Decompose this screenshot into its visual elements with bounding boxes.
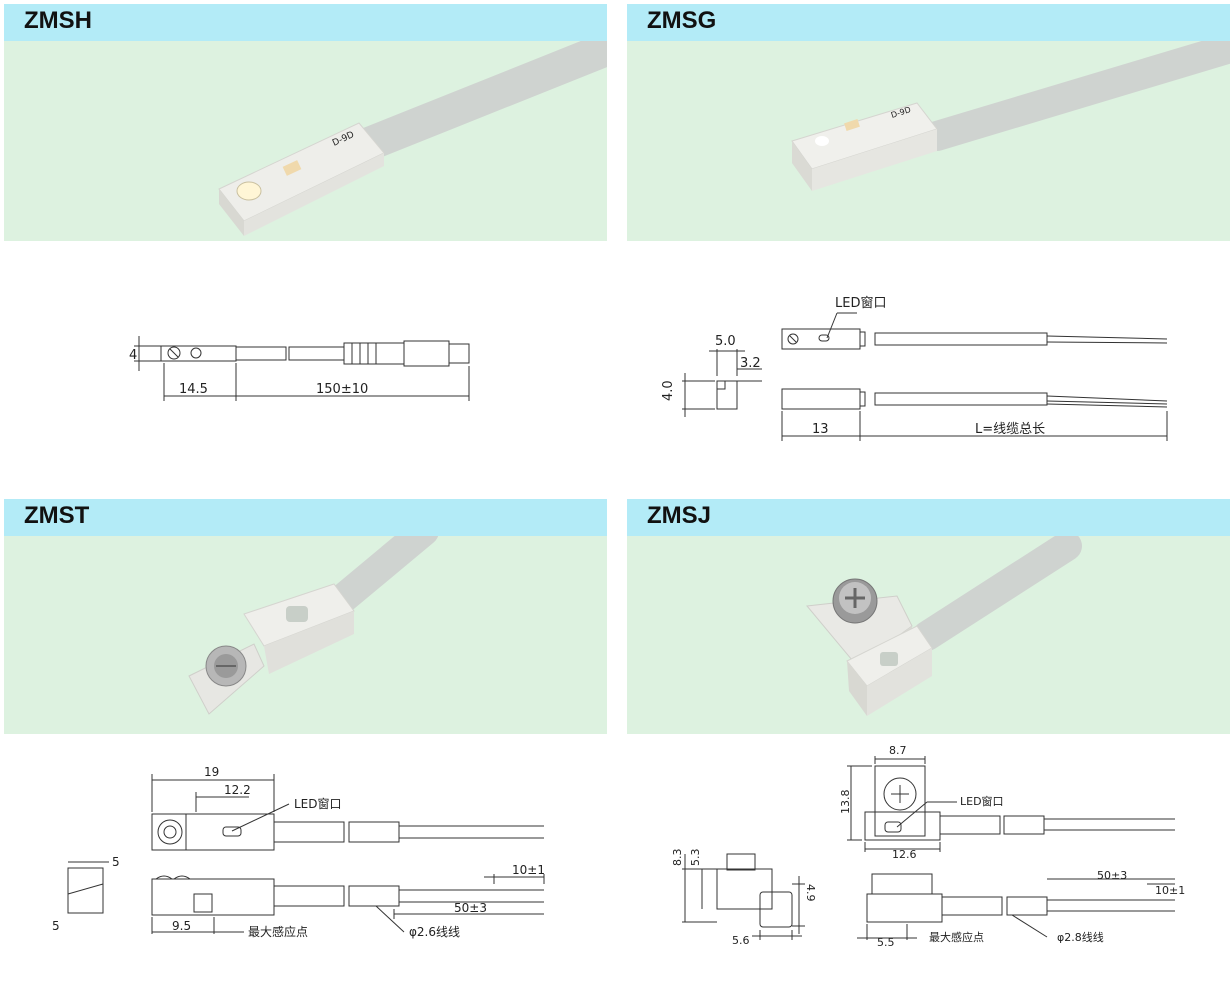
dim-cable: L=线缆总长 <box>975 421 1045 437</box>
sense-label: 最大感应点 <box>929 930 984 944</box>
dim-d: 5.6 <box>732 934 750 947</box>
led-label: LED窗口 <box>294 797 342 811</box>
dim-tip: 10±1 <box>512 863 545 877</box>
dim-w: 8.7 <box>889 744 907 757</box>
drawing-zmst: 19 12.2 LED窗口 5 5 10±1 50±3 9.5 最大感应点 φ2… <box>52 765 545 939</box>
dim-b: 5.3 <box>689 849 702 867</box>
panel-zmsh: ZMSH D-9D <box>4 4 607 484</box>
dim-lead: 50±3 <box>454 901 487 915</box>
sense-label: 最大感应点 <box>248 924 308 939</box>
sensor-photo-zmsg: D-9D <box>791 41 1230 191</box>
cable-label: φ2.6线线 <box>409 925 460 939</box>
dimension-drawing: 4 14.5 150±10 <box>4 241 607 484</box>
panel-zmsj: ZMSJ <box>627 499 1230 997</box>
product-photo <box>4 536 607 734</box>
panel-title: ZMST <box>24 502 90 529</box>
drawing-zmsh: 4 14.5 150±10 <box>129 336 470 401</box>
panel-header: ZMSG <box>627 4 1230 41</box>
dim-len: 19 <box>204 765 219 779</box>
sensor-photo-zmsh: D-9D <box>218 41 607 236</box>
product-photo: D-9D <box>4 41 607 241</box>
led-label: LED窗口 <box>835 295 886 311</box>
dim-base: 12.6 <box>892 848 917 861</box>
cable-label: φ2.8线线 <box>1057 930 1104 944</box>
dim-body: 14.5 <box>179 382 208 397</box>
led-label: LED窗口 <box>960 794 1004 808</box>
sensor-photo-zmst <box>188 536 439 715</box>
dim-side-h: 5 <box>52 919 60 933</box>
drawing-zmsj: 8.7 13.8 LED窗口 12.6 8.3 5.3 4.9 5.6 50±3… <box>671 744 1185 949</box>
panel-header: ZMSJ <box>627 499 1230 536</box>
panel-title: ZMSH <box>24 7 92 34</box>
panel-header: ZMST <box>4 499 607 536</box>
product-photo: D-9D <box>627 41 1230 241</box>
drawing-zmsg: LED窗口 5.0 3.2 4.0 13 L=线缆总长 <box>661 295 1168 441</box>
dim-mid: 12.2 <box>224 783 251 797</box>
sensor-photo-zmsj <box>806 536 1082 716</box>
panel-zmsg: ZMSG D-9D <box>627 4 1230 484</box>
dim-w: 5.0 <box>715 334 736 349</box>
dim-cable: 150±10 <box>316 382 368 397</box>
dim-height: 4 <box>129 348 137 363</box>
dim-h: 3.2 <box>740 356 761 371</box>
dim-body: 13 <box>812 422 829 437</box>
product-photo <box>627 536 1230 734</box>
dimension-drawing: 19 12.2 LED窗口 5 5 10±1 50±3 9.5 最大感应点 φ2… <box>4 734 607 997</box>
dim-side-w: 5 <box>112 855 120 869</box>
dim-c: 4.9 <box>804 884 817 902</box>
dimension-drawing: LED窗口 5.0 3.2 4.0 13 L=线缆总长 <box>627 241 1230 484</box>
panel-title: ZMSJ <box>647 502 712 529</box>
dim-lead: 50±3 <box>1097 869 1127 882</box>
dimension-drawing: 8.7 13.8 LED窗口 12.6 8.3 5.3 4.9 5.6 50±3… <box>627 734 1230 997</box>
dim-a: 8.3 <box>671 849 684 867</box>
panel-title: ZMSG <box>647 7 717 34</box>
dim-side: 4.0 <box>661 380 676 401</box>
panel-header: ZMSH <box>4 4 607 41</box>
panel-zmst: ZMST <box>4 499 607 997</box>
dim-h: 13.8 <box>839 790 852 815</box>
dim-sense: 9.5 <box>172 919 191 933</box>
dim-tip: 10±1 <box>1155 884 1185 897</box>
dim-sense: 5.5 <box>877 936 895 949</box>
